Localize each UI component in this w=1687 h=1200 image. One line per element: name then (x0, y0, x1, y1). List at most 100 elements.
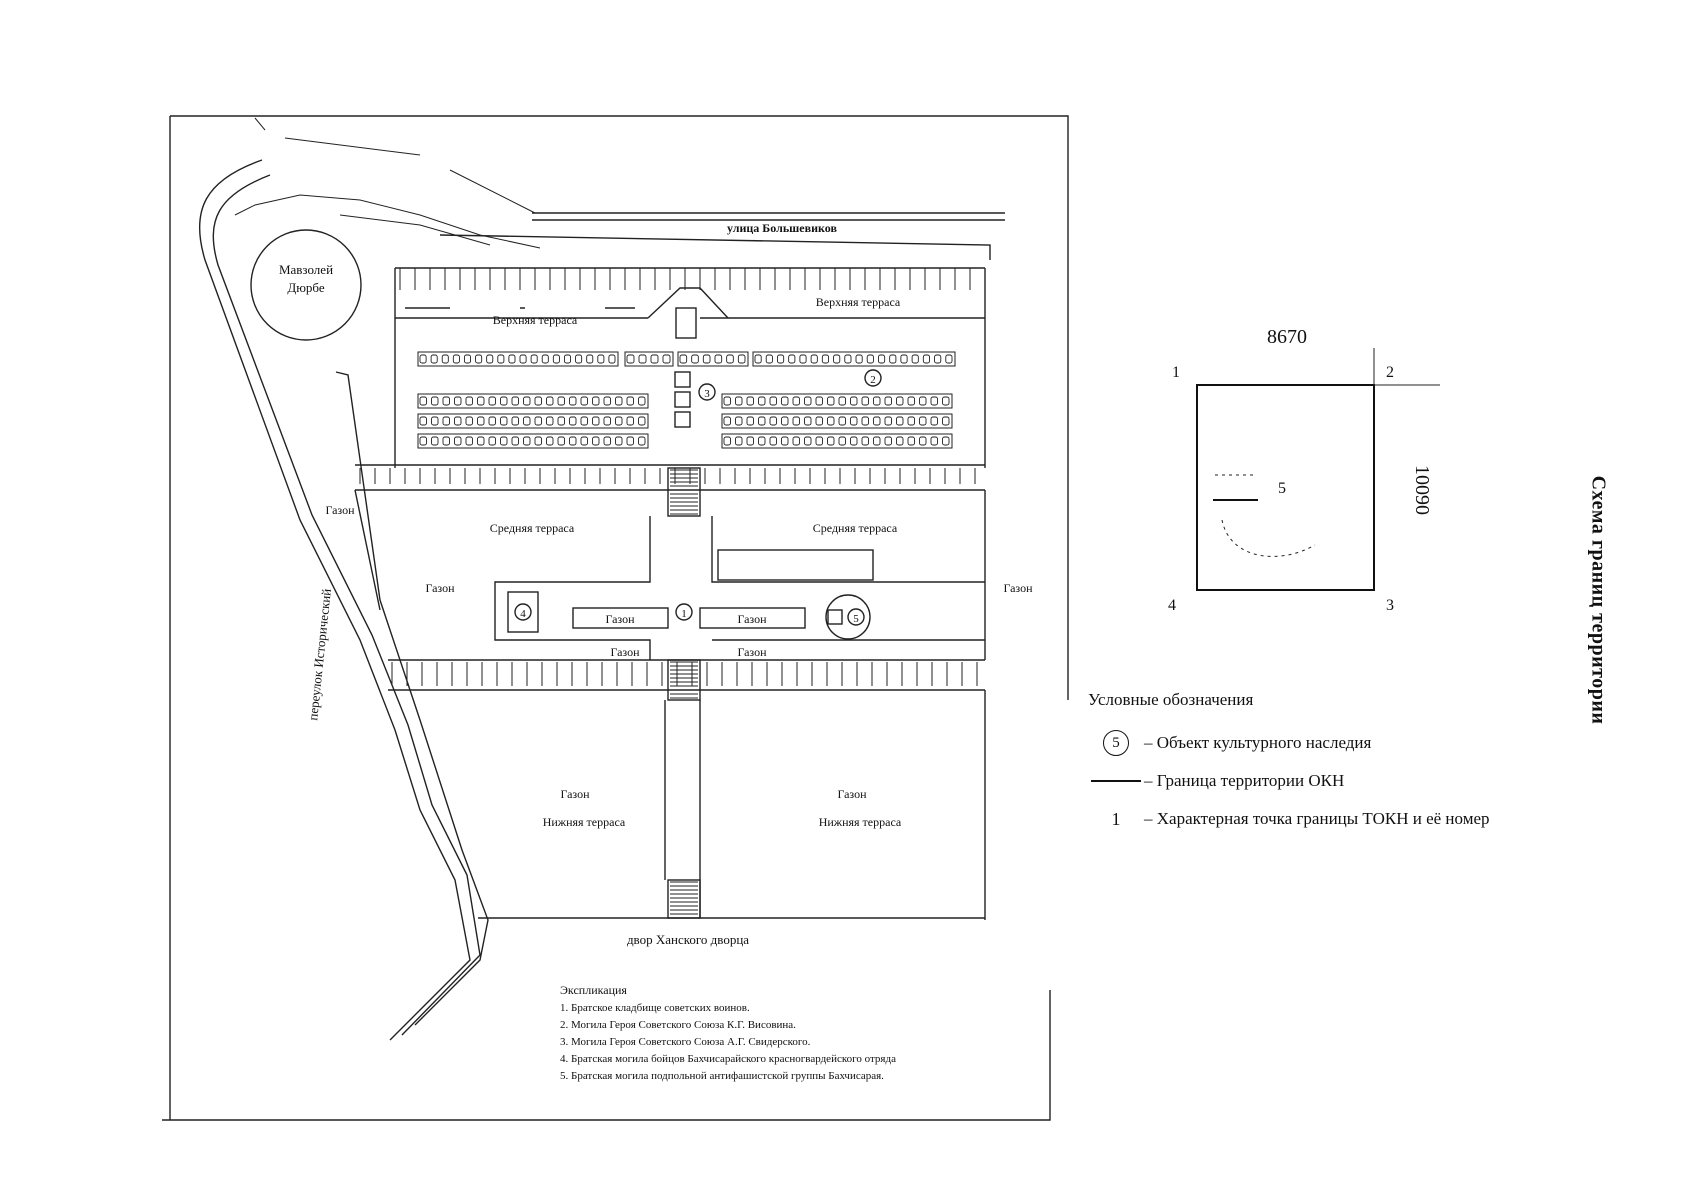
grave (861, 416, 869, 426)
plan-frame (162, 115, 1069, 1121)
grave (746, 416, 754, 426)
grave (850, 416, 858, 426)
grave (569, 416, 577, 426)
lower-terrace-right-label: Нижняя терраса (819, 815, 902, 829)
grave (500, 396, 508, 406)
grave (827, 436, 835, 446)
upper-terrace-center-block (675, 307, 697, 339)
grave (900, 354, 908, 364)
grave (781, 396, 789, 406)
grave (486, 354, 494, 364)
marker-2: 2 (864, 369, 882, 387)
grave (723, 436, 731, 446)
grave (477, 436, 485, 446)
grave (442, 436, 450, 446)
grave (781, 416, 789, 426)
grave (638, 416, 646, 426)
street-line (439, 212, 1005, 260)
lower-terrace-left-label: Нижняя терраса (543, 815, 626, 829)
grave-row (417, 351, 619, 367)
heritage-circle-icon: 5 (1103, 730, 1129, 756)
marker-4-label: 4 (520, 608, 526, 620)
grave (534, 396, 542, 406)
stair-middle-steps (670, 661, 698, 699)
grave (919, 416, 927, 426)
grave-3b (674, 391, 691, 408)
grave (792, 396, 800, 406)
lawn-label-2: Газон (425, 581, 455, 595)
middle-terrace-left-label: Средняя терраса (490, 521, 575, 535)
grave (586, 354, 594, 364)
explication: Экспликация 1. Братское кладбище советск… (560, 983, 896, 1082)
grave (419, 436, 427, 446)
stair-lower-steps (670, 881, 698, 915)
boundary-point-2: 2 (1386, 364, 1394, 381)
grave (804, 436, 812, 446)
upper-terrace-center-gate (647, 287, 729, 319)
lawn-label-1: Газон (325, 503, 355, 517)
marker-2-label: 2 (870, 374, 876, 386)
grave (497, 354, 505, 364)
lawn-label-5: Газон (737, 612, 767, 626)
street-arc (254, 117, 536, 214)
grave (452, 354, 460, 364)
legend-boundary-text: – Граница территории ОКН (1144, 771, 1345, 790)
grave (810, 354, 818, 364)
grave (934, 354, 942, 364)
grave (945, 354, 953, 364)
grave (511, 436, 519, 446)
grave (557, 416, 565, 426)
grave (746, 436, 754, 446)
grave (723, 416, 731, 426)
boundary-point-4: 4 (1168, 597, 1176, 614)
grave (907, 436, 915, 446)
grave (827, 396, 835, 406)
grave (638, 396, 646, 406)
grave (454, 396, 462, 406)
grave (603, 416, 611, 426)
grave (465, 436, 473, 446)
stair-upper (667, 467, 701, 517)
grave (592, 436, 600, 446)
boundary-object-arc (1215, 474, 1316, 557)
grave (758, 416, 766, 426)
lower-lawn-left-label: Газон (560, 787, 590, 801)
grave (907, 416, 915, 426)
grave (546, 436, 554, 446)
legend-point-text: – Характерная точка границы ТОКН и её но… (1144, 809, 1490, 828)
stair-upper-steps (670, 469, 698, 515)
grave (431, 436, 439, 446)
scheme-title: Схема границ территории (1585, 440, 1611, 760)
upper-terrace-edge (394, 267, 986, 468)
grave (889, 354, 897, 364)
boundary-height: 10090 (1411, 465, 1433, 515)
lane-wall (335, 371, 489, 1026)
grave (419, 396, 427, 406)
grave (702, 354, 711, 364)
grave (884, 396, 892, 406)
legend-heading: Условные обозначения (1088, 690, 1254, 709)
grave (799, 354, 807, 364)
boundary-axis (1373, 348, 1440, 386)
explication-item-1: 1. Братское кладбище советских воинов. (560, 1002, 750, 1014)
grave (454, 416, 462, 426)
grave (431, 396, 439, 406)
grave (552, 354, 560, 364)
lawn-label-3: Газон (1003, 581, 1033, 595)
grave (844, 354, 852, 364)
grave (465, 416, 473, 426)
grave (942, 416, 950, 426)
street-label: улица Большевиков (727, 221, 837, 235)
grave (592, 416, 600, 426)
boundary-square (1196, 384, 1375, 591)
grave (911, 354, 919, 364)
grave-row (624, 351, 674, 367)
marker-5: 5 (825, 594, 871, 640)
grave (580, 416, 588, 426)
grave (477, 416, 485, 426)
middle-terrace-bench (717, 549, 874, 581)
middle-terrace-ticks (359, 468, 976, 484)
grave (877, 354, 886, 364)
grave (804, 416, 812, 426)
